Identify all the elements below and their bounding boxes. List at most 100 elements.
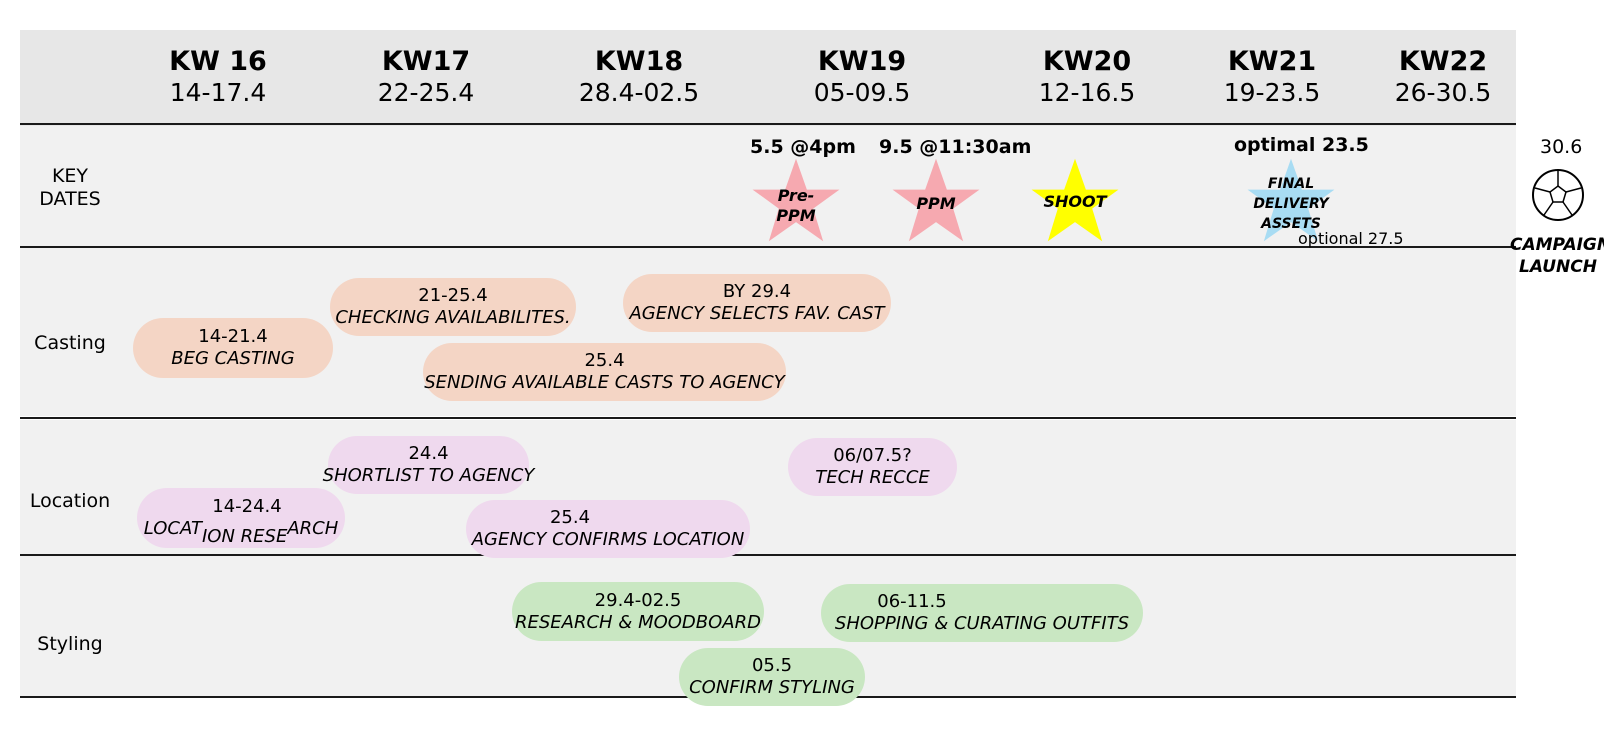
styling-task: 06-11.5 SHOPPING & CURATING OUTFITS <box>821 584 1143 642</box>
task-name: SHORTLIST TO AGENCY <box>322 465 535 486</box>
location-task: 06/07.5? TECH RECCE <box>788 438 957 496</box>
styling-task: 29.4-02.5 RESEARCH & MOODBOARD <box>512 582 764 641</box>
casting-task: 21-25.4 CHECKING AVAILABILITES. <box>330 278 576 336</box>
divider-line <box>20 246 1516 248</box>
pre-ppm-label-line2: PPM <box>776 206 816 225</box>
week-number: KW20 <box>1042 46 1132 77</box>
week-dates: 22-25.4 <box>377 78 475 107</box>
location-task: 25.4 AGENCY CONFIRMS LOCATION <box>466 500 750 558</box>
task-name-part: ION RESE <box>201 526 288 547</box>
final-delivery-date: optimal 23.5 <box>1234 134 1369 156</box>
week-header-kw19: KW19 05-09.5 <box>762 46 962 108</box>
task-date: 24.4 <box>408 443 449 464</box>
task-date: 29.4-02.5 <box>594 589 682 611</box>
final-delivery-label-line: ASSETS <box>1261 216 1321 232</box>
star-shape <box>1247 158 1335 242</box>
final-delivery-star: FINAL DELIVERY ASSETS <box>1243 157 1339 243</box>
week-number: KW 16 <box>169 46 267 77</box>
row-label-casting: Casting <box>34 332 106 354</box>
week-dates: 19-23.5 <box>1223 78 1321 107</box>
star-shape <box>892 158 980 242</box>
task-name: RESEARCH & MOODBOARD <box>514 611 761 633</box>
task-date: 25.4 <box>549 507 591 528</box>
star-icon <box>892 158 980 242</box>
campaign-launch-line: LAUNCH <box>1519 257 1597 277</box>
soccer-ball-icon-svg <box>1532 169 1584 221</box>
task-date: 06-11.5 <box>877 591 947 612</box>
divider-line <box>20 417 1516 419</box>
row-label-key-dates: KEY DATES <box>20 165 120 211</box>
ppm-label: PPM <box>916 194 956 213</box>
week-number: KW22 <box>1398 46 1488 77</box>
task-name: CHECKING AVAILABILITES. <box>335 307 571 328</box>
week-dates: 28.4-02.5 <box>578 78 700 107</box>
launch-date: 30.6 <box>1540 136 1583 158</box>
star-shape <box>752 158 840 242</box>
task-date: 21-25.4 <box>418 285 488 306</box>
star-icon <box>752 158 840 242</box>
task-name-part: LOCAT <box>143 518 202 539</box>
week-number: KW17 <box>381 46 471 77</box>
pre-ppm-label: Pre- PPM <box>748 157 844 249</box>
week-header-kw16: KW 16 14-17.4 <box>118 46 318 108</box>
row-label-styling: Styling <box>37 633 103 655</box>
task-date: 05.5 <box>751 655 793 676</box>
week-header-kw18: KW18 28.4-02.5 <box>539 46 739 108</box>
pre-ppm-label-line1: Pre- <box>777 186 815 205</box>
final-delivery-label: FINAL DELIVERY ASSETS <box>1243 157 1339 247</box>
star-shape <box>1031 158 1119 242</box>
divider-line <box>20 123 1516 125</box>
ppm-star: PPM <box>888 157 984 243</box>
location-task: 24.4 SHORTLIST TO AGENCY <box>323 436 534 494</box>
row-label-location: Location <box>29 490 111 512</box>
task-date: 06/07.5? <box>833 445 912 466</box>
task-name: SENDING AVAILABLE CASTS TO AGENCY <box>424 372 785 393</box>
final-delivery-label-line: FINAL <box>1267 176 1315 192</box>
shoot-label: SHOOT <box>1043 192 1107 211</box>
ppm-date: 9.5 @11:30am <box>879 136 1032 158</box>
week-header-kw20: KW20 12-16.5 <box>987 46 1187 108</box>
location-task: 14-24.4 LOCATION RESEARCH <box>137 488 345 548</box>
final-delivery-label-line: DELIVERY <box>1253 196 1329 212</box>
task-date: BY 29.4 <box>722 281 792 302</box>
week-number: KW21 <box>1227 46 1317 77</box>
week-header-kw21: KW21 19-23.5 <box>1172 46 1372 108</box>
soccer-ball-icon <box>1531 168 1585 222</box>
task-name: LOCATION RESEARCH <box>143 518 339 547</box>
styling-task: 05.5 CONFIRM STYLING <box>679 648 865 706</box>
star-icon <box>1247 158 1335 242</box>
task-name: TECH RECCE <box>815 467 930 488</box>
task-date: 14-24.4 <box>212 496 282 517</box>
task-name: AGENCY SELECTS FAV. CAST <box>629 303 885 324</box>
casting-task: BY 29.4 AGENCY SELECTS FAV. CAST <box>623 274 891 332</box>
header-band <box>20 30 1516 126</box>
week-dates: 14-17.4 <box>169 78 267 107</box>
pre-ppm-date: 5.5 @4pm <box>750 136 856 158</box>
task-date: 25.4 <box>584 350 625 371</box>
row-label-line: KEY <box>51 165 89 187</box>
week-dates: 12-16.5 <box>1038 78 1136 107</box>
casting-task: 25.4 SENDING AVAILABLE CASTS TO AGENCY <box>423 343 786 401</box>
final-delivery-note: optional 27.5 <box>1298 229 1404 248</box>
week-dates: 26-30.5 <box>1394 78 1492 107</box>
pre-ppm-star: Pre- PPM <box>748 157 844 243</box>
week-header-kw17: KW17 22-25.4 <box>326 46 526 108</box>
week-number: KW18 <box>594 46 684 77</box>
star-icon <box>1031 158 1119 242</box>
campaign-launch-label: CAMPAIGN LAUNCH <box>1510 234 1604 278</box>
task-name-part: ARCH <box>287 518 339 539</box>
shoot-star: SHOOT <box>1027 157 1123 243</box>
week-number: KW19 <box>817 46 907 77</box>
week-header-kw22: KW22 26-30.5 <box>1343 46 1543 108</box>
row-label-line: DATES <box>39 188 101 210</box>
task-date: 14-21.4 <box>198 326 268 347</box>
task-name: AGENCY CONFIRMS LOCATION <box>471 529 745 550</box>
task-name: SHOPPING & CURATING OUTFITS <box>834 613 1130 634</box>
task-name: CONFIRM STYLING <box>689 677 855 698</box>
task-name: BEG CASTING <box>171 348 295 369</box>
divider-line <box>20 554 1516 556</box>
campaign-launch-line: CAMPAIGN <box>1510 235 1604 255</box>
week-dates: 05-09.5 <box>813 78 911 107</box>
key-dates-band <box>20 126 1516 246</box>
casting-task: 14-21.4 BEG CASTING <box>133 318 333 378</box>
